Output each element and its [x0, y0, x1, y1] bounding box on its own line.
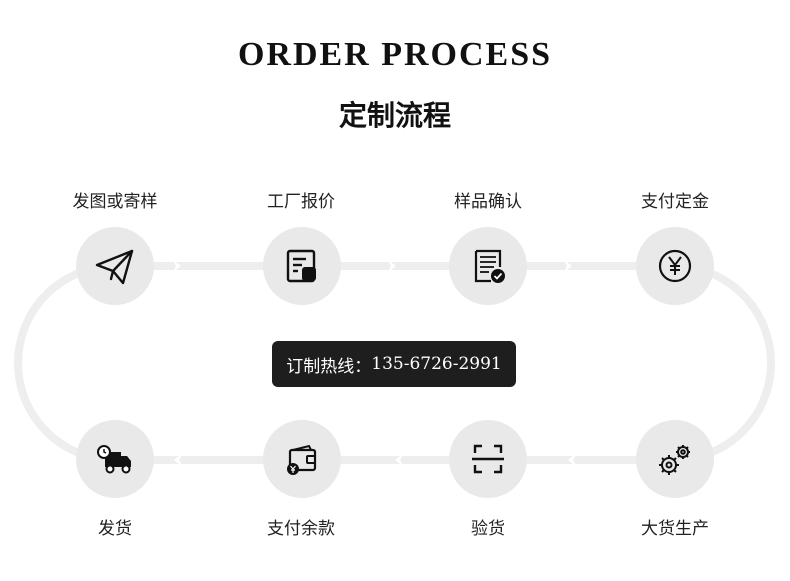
yuan-coin-icon — [658, 249, 692, 283]
hotline-number[interactable]: 135-6726-2991 — [371, 354, 502, 374]
step-label-inspect: 验货 — [471, 519, 505, 539]
quote-document-icon — [286, 249, 316, 283]
arrow-left-2 — [395, 453, 404, 467]
arrow-right-1 — [172, 259, 181, 273]
step-node-inspect — [449, 420, 527, 498]
scan-icon — [472, 444, 504, 474]
arrow-left-3 — [174, 453, 183, 467]
arrow-right-3 — [563, 259, 572, 273]
step-label-deposit: 支付定金 — [641, 192, 709, 212]
step-node-ship — [76, 420, 154, 498]
page-title-en: ORDER PROCESS — [237, 36, 553, 73]
page-title-cn: 定制流程 — [338, 99, 451, 132]
hotline-badge: 订制热线： 135-6726-2991 — [272, 341, 516, 387]
wallet-icon — [287, 444, 317, 475]
step-node-production — [636, 420, 714, 498]
step-label-send-sample: 发图或寄样 — [72, 192, 158, 212]
step-label-sample-confirm: 样品确认 — [454, 192, 522, 212]
hotline-label: 订制热线： — [286, 356, 372, 377]
step-node-sample-confirm — [449, 227, 527, 305]
step-label-production: 大货生产 — [641, 519, 709, 539]
step-node-send-sample — [76, 227, 154, 305]
step-node-factory-quote — [263, 227, 341, 305]
arrow-left-1 — [568, 453, 577, 467]
step-label-factory-quote: 工厂报价 — [267, 192, 335, 212]
step-label-ship: 发货 — [98, 519, 132, 539]
step-node-deposit — [636, 227, 714, 305]
delivery-truck-icon — [97, 445, 131, 474]
step-node-balance — [263, 420, 341, 498]
paper-plane-icon — [95, 249, 134, 285]
gears-icon — [659, 445, 690, 475]
arrow-right-2 — [387, 259, 396, 273]
checklist-icon — [474, 249, 505, 283]
step-label-balance: 支付余款 — [267, 519, 335, 539]
